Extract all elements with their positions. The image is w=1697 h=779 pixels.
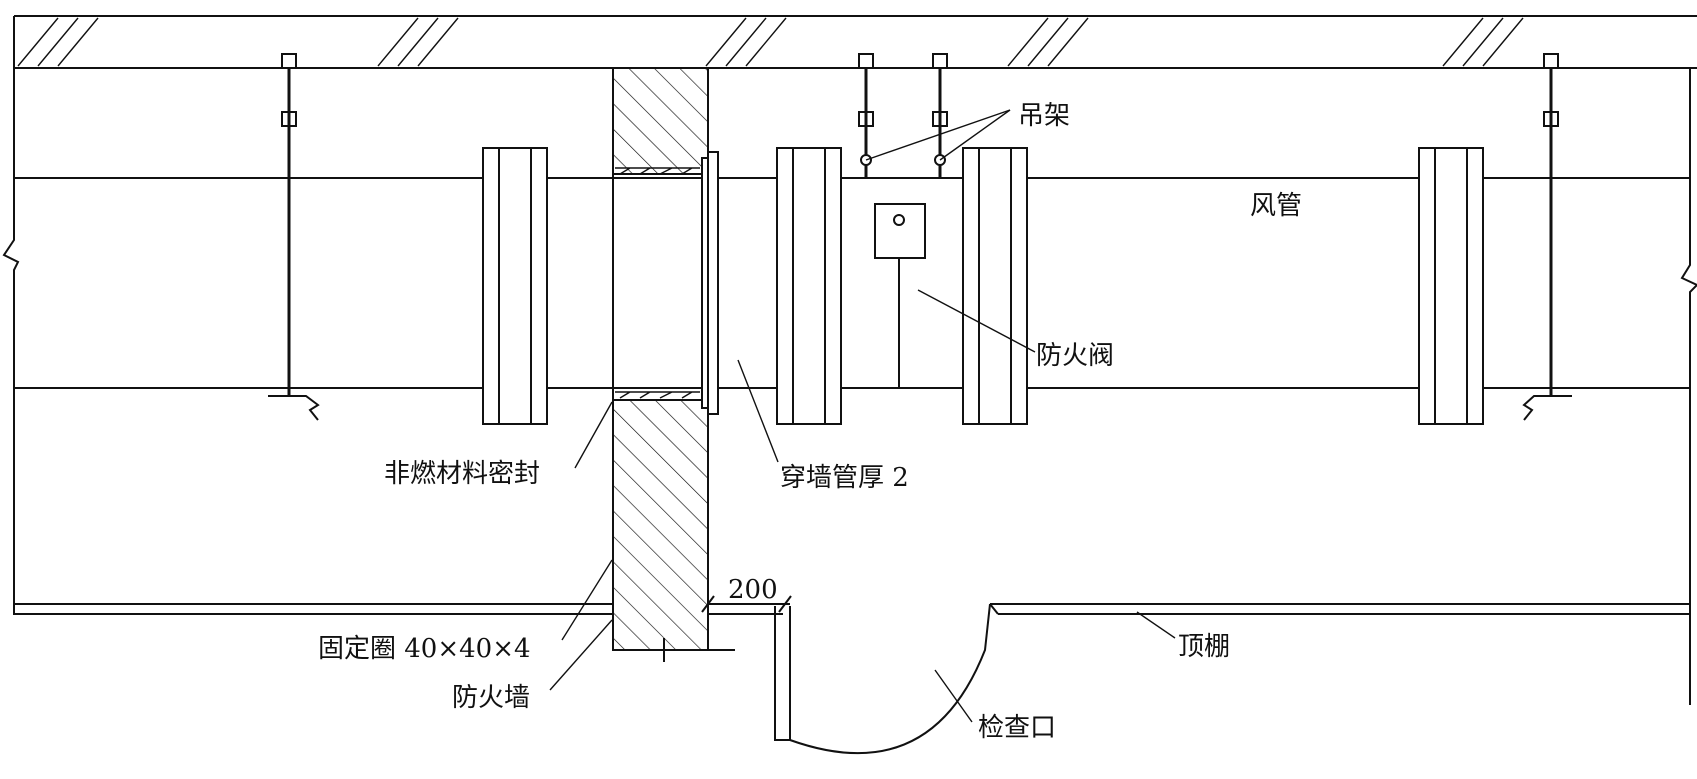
label-duct: 风管	[1250, 191, 1302, 221]
dimension-200	[701, 595, 792, 613]
flange-1	[482, 147, 548, 425]
hangers	[268, 53, 1572, 421]
break-lines	[2, 68, 1697, 705]
label-inspection-opening: 检查口	[978, 713, 1056, 743]
label-dimension-200: 200	[728, 575, 778, 605]
fire-wall	[612, 67, 735, 662]
label-fire-damper: 防火阀	[1036, 341, 1114, 371]
flange-2	[776, 147, 842, 425]
label-hanger: 吊架	[1018, 101, 1070, 131]
hanger-2	[858, 53, 874, 178]
label-fire-wall: 防火墙	[452, 683, 530, 713]
flange-3	[962, 147, 1028, 425]
inspection-opening	[774, 603, 999, 755]
label-ceiling: 顶棚	[1178, 632, 1230, 662]
fire-damper	[874, 203, 926, 388]
wall-sleeve	[701, 151, 719, 415]
air-duct	[14, 177, 1690, 389]
leader-lines	[549, 109, 1176, 723]
hanger-1	[268, 53, 320, 421]
label-wall-sleeve: 穿墙管厚 2	[780, 463, 909, 493]
label-fixing-ring: 固定圈 40×40×4	[318, 634, 531, 664]
duct-flanges	[482, 147, 1484, 425]
flange-4	[1418, 147, 1484, 425]
label-non-combustible-seal: 非燃材料密封	[384, 459, 540, 489]
hanger-4	[1522, 53, 1572, 421]
structural-slab	[13, 15, 1697, 69]
ceiling	[14, 603, 1690, 615]
